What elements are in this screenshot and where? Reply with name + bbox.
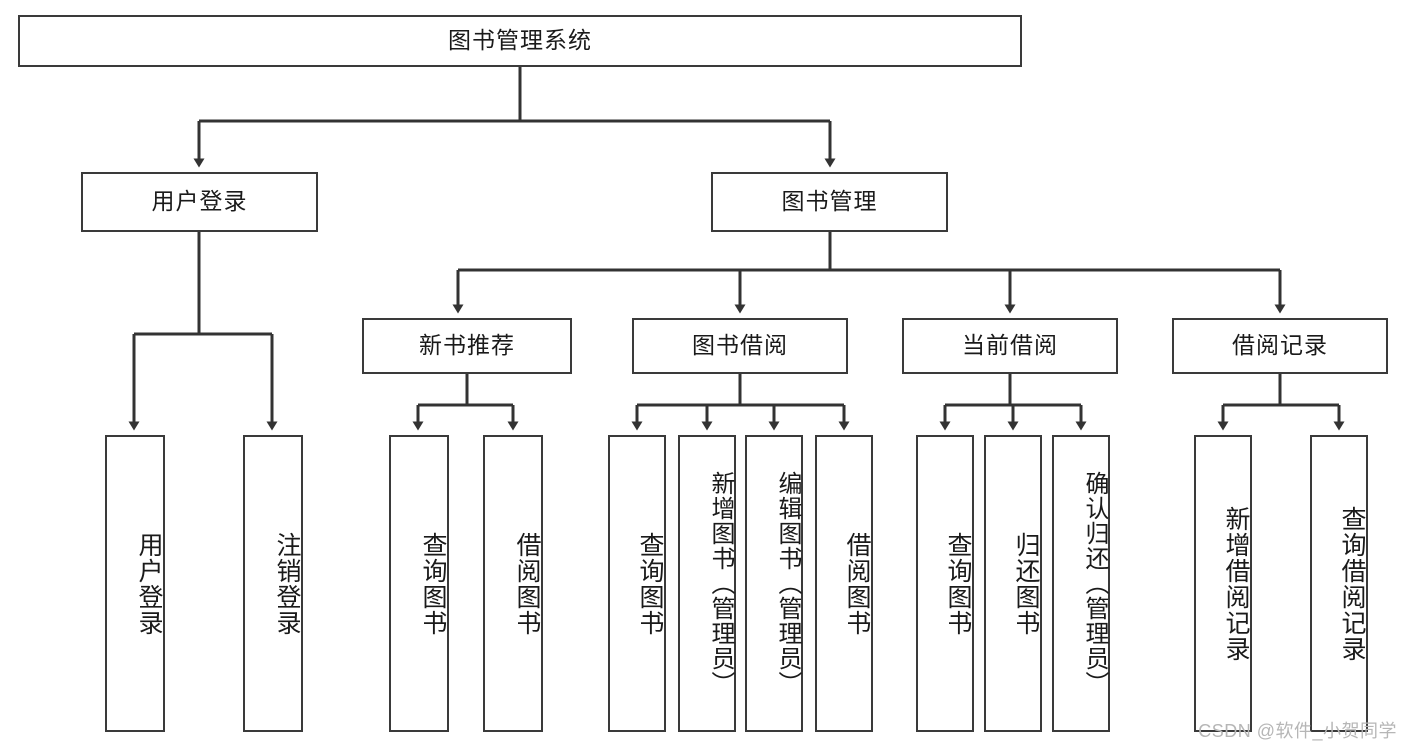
leaf-logout-label: 注销登录 (273, 531, 301, 636)
node-borrow-record-label: 借阅记录 (1232, 332, 1328, 359)
node-book-borrow-label: 图书借阅 (692, 332, 788, 359)
node-current-borrow-label: 当前借阅 (962, 332, 1058, 359)
leaf-borrow-book[interactable]: 借阅图书 (815, 435, 873, 732)
node-root[interactable]: 图书管理系统 (18, 15, 1022, 67)
leaf-edit-book-admin-label: 编辑图书（管理员） (774, 471, 801, 696)
node-new-book-recommend[interactable]: 新书推荐 (362, 318, 572, 374)
leaf-confirm-return-admin-label: 确认归还（管理员） (1081, 471, 1108, 696)
node-book-management[interactable]: 图书管理 (711, 172, 948, 232)
leaf-add-borrow-record-label: 新增借阅记录 (1222, 505, 1250, 662)
leaf-add-borrow-record[interactable]: 新增借阅记录 (1194, 435, 1252, 732)
leaf-borrow-book-recommend[interactable]: 借阅图书 (483, 435, 543, 732)
leaf-user-login-label: 用户登录 (135, 531, 163, 636)
watermark-text: CSDN @软件_小贺同学 (1198, 721, 1397, 741)
leaf-query-borrow-record[interactable]: 查询借阅记录 (1310, 435, 1368, 732)
node-new-book-recommend-label: 新书推荐 (419, 332, 515, 359)
leaf-borrow-book-label: 借阅图书 (843, 531, 871, 636)
leaf-return-book-label: 归还图书 (1012, 531, 1040, 636)
node-user-login-label: 用户登录 (151, 188, 248, 215)
node-borrow-record[interactable]: 借阅记录 (1172, 318, 1388, 374)
leaf-query-book-current[interactable]: 查询图书 (916, 435, 974, 732)
node-root-label: 图书管理系统 (448, 27, 592, 54)
node-book-management-label: 图书管理 (781, 188, 878, 215)
node-user-login[interactable]: 用户登录 (81, 172, 318, 232)
leaf-borrow-book-recommend-label: 借阅图书 (513, 531, 541, 636)
node-current-borrow[interactable]: 当前借阅 (902, 318, 1118, 374)
leaf-query-book-borrow[interactable]: 查询图书 (608, 435, 666, 732)
leaf-add-book-admin[interactable]: 新增图书（管理员） (678, 435, 736, 732)
leaf-query-book-recommend[interactable]: 查询图书 (389, 435, 449, 732)
leaf-query-book-recommend-label: 查询图书 (419, 531, 447, 636)
leaf-edit-book-admin[interactable]: 编辑图书（管理员） (745, 435, 803, 732)
leaf-query-book-current-label: 查询图书 (944, 531, 972, 636)
leaf-confirm-return-admin[interactable]: 确认归还（管理员） (1052, 435, 1110, 732)
leaf-user-login[interactable]: 用户登录 (105, 435, 165, 732)
leaf-add-book-admin-label: 新增图书（管理员） (707, 471, 734, 696)
leaf-query-borrow-record-label: 查询借阅记录 (1338, 505, 1366, 662)
leaf-query-book-borrow-label: 查询图书 (636, 531, 664, 636)
leaf-logout[interactable]: 注销登录 (243, 435, 303, 732)
leaf-return-book[interactable]: 归还图书 (984, 435, 1042, 732)
node-book-borrow[interactable]: 图书借阅 (632, 318, 848, 374)
